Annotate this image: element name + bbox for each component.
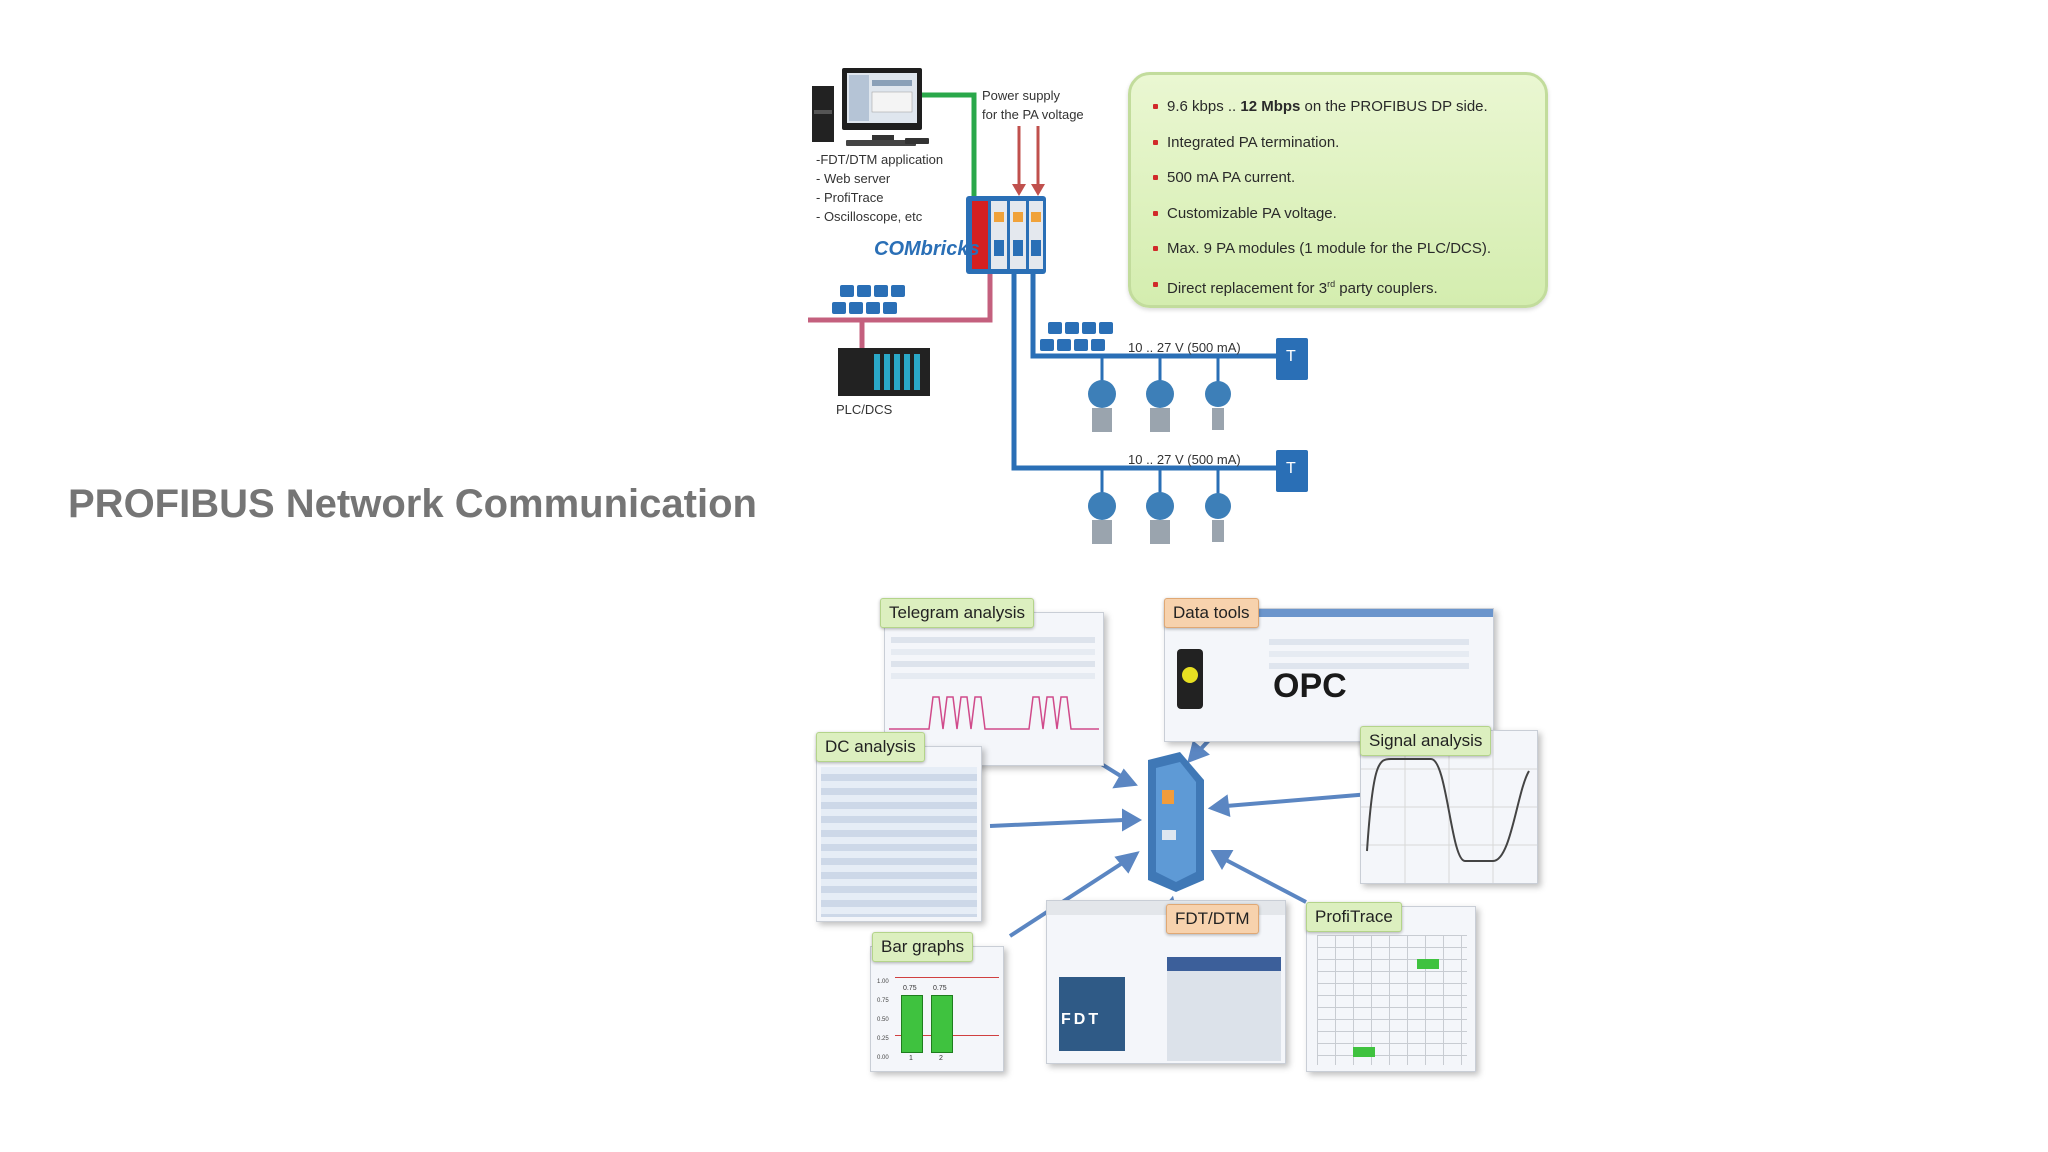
profibus-pa-logo: [1040, 322, 1113, 351]
field-instruments-segment-1: [1088, 356, 1231, 432]
feature-text: party couplers.: [1335, 279, 1438, 297]
pc-function-item: - Web server: [816, 171, 891, 186]
feature-superscript: rd: [1327, 278, 1336, 289]
segment-2-voltage-label: 10 .. 27 V (500 mA): [1128, 452, 1241, 467]
terminator-2-label: T: [1286, 460, 1296, 477]
power-supply-label-line: for the PA voltage: [982, 107, 1084, 122]
terminator-1-label: T: [1286, 348, 1296, 365]
bar-1: [901, 995, 923, 1053]
feature-item: Customizable PA voltage.: [1153, 196, 1531, 232]
dc-analysis-screenshot: [816, 746, 982, 922]
feature-text: on the PROFIBUS DP side.: [1300, 98, 1488, 115]
pc-function-item: -FDT/DTM application: [816, 152, 944, 167]
feature-item: 500 mA PA current.: [1153, 160, 1531, 196]
power-supply-arrows: [1012, 126, 1045, 196]
bar-y-tick: 0.50: [877, 1017, 889, 1023]
feature-item: Integrated PA termination.: [1153, 125, 1531, 161]
signal-waveform: [1361, 731, 1537, 883]
fdt-logo: FDT: [1061, 1011, 1102, 1028]
pc-function-item: - Oscilloscope, etc: [816, 209, 923, 224]
combricks-brand-logo: COMbricks: [874, 238, 980, 260]
tag-data-tools: Data tools: [1164, 598, 1259, 628]
tag-telegram-analysis: Telegram analysis: [880, 598, 1035, 628]
tag-dc-analysis: DC analysis: [816, 732, 925, 762]
bar-2: [931, 995, 953, 1053]
feature-text: 500 mA PA current.: [1167, 169, 1296, 187]
terminator-1-icon: [1276, 338, 1308, 380]
pc-functions-list: -FDT/DTM application - Web server - Prof…: [816, 150, 943, 226]
profibus-pa-bus: [1011, 272, 1288, 471]
pc-function-item: - ProfiTrace: [816, 190, 884, 205]
feature-text: Direct replacement for 3: [1167, 279, 1328, 297]
power-supply-label-line: Power supply: [982, 88, 1061, 103]
field-instruments-segment-2: [1088, 468, 1231, 544]
segment-1-voltage-label: 10 .. 27 V (500 mA): [1128, 340, 1241, 355]
terminator-2-icon: [1276, 450, 1308, 492]
tag-signal-analysis: Signal analysis: [1360, 726, 1492, 756]
bar-2-value: 0.75: [933, 985, 947, 992]
feature-item: 9.6 kbps .. 12 Mbps on the PROFIBUS DP s…: [1153, 89, 1531, 125]
feature-text: Customizable PA voltage.: [1167, 204, 1337, 222]
plc-label: PLC/DCS: [836, 402, 893, 417]
plc-dcs-icon: [838, 348, 930, 396]
feature-item: Direct replacement for 3rd party coupler…: [1153, 267, 1531, 303]
bar-y-tick: 1.00: [877, 979, 889, 985]
combricks-coupler-icon: [966, 196, 1046, 274]
profibus-dp-logo: [832, 285, 905, 314]
bar-x-tick: 1: [909, 1055, 913, 1062]
tag-fdt-dtm: FDT/DTM: [1166, 904, 1259, 934]
ethernet-cable: [922, 92, 977, 196]
bar-y-ticks: 1.00 0.75 0.50 0.25 0.00: [877, 973, 889, 1068]
feature-text: Integrated PA termination.: [1167, 133, 1340, 151]
power-supply-label: Power supply for the PA voltage: [982, 86, 1084, 124]
feature-item: Max. 9 PA modules (1 module for the PLC/…: [1153, 231, 1531, 267]
bar-x-tick: 2: [939, 1055, 943, 1062]
feature-bold-text: 12 Mbps: [1240, 98, 1301, 115]
telegram-waveform: [889, 696, 1099, 730]
opc-logo: OPC: [1273, 667, 1347, 705]
tag-bar-graphs: Bar graphs: [872, 932, 974, 962]
data-tools-screenshot: OPC: [1164, 608, 1494, 742]
page-title: PROFIBUS Network Communication: [68, 482, 757, 526]
pc-workstation-icon: [812, 68, 929, 146]
features-callout-box: 9.6 kbps .. 12 Mbps on the PROFIBUS DP s…: [1128, 72, 1548, 308]
feature-text: 9.6 kbps ..: [1167, 98, 1241, 115]
bar-y-tick: 0.25: [877, 1036, 889, 1042]
bar-y-tick: 0.75: [877, 998, 889, 1004]
tool-arrows: [989, 724, 1371, 965]
bar-1-value: 0.75: [903, 985, 917, 992]
feature-text: Max. 9 PA modules (1 module for the PLC/…: [1167, 240, 1492, 258]
profitrace-screenshot: [1306, 906, 1476, 1072]
profibus-gateway-icon: [1148, 752, 1204, 892]
profibus-dp-cable: [808, 272, 993, 323]
features-list: 9.6 kbps .. 12 Mbps on the PROFIBUS DP s…: [1131, 75, 1545, 303]
bar-graphs-screenshot: 1.00 0.75 0.50 0.25 0.00 0.75 0.75 1 2: [870, 946, 1004, 1072]
tag-profitrace: ProfiTrace: [1306, 902, 1402, 932]
bar-y-tick: 0.00: [877, 1055, 889, 1061]
